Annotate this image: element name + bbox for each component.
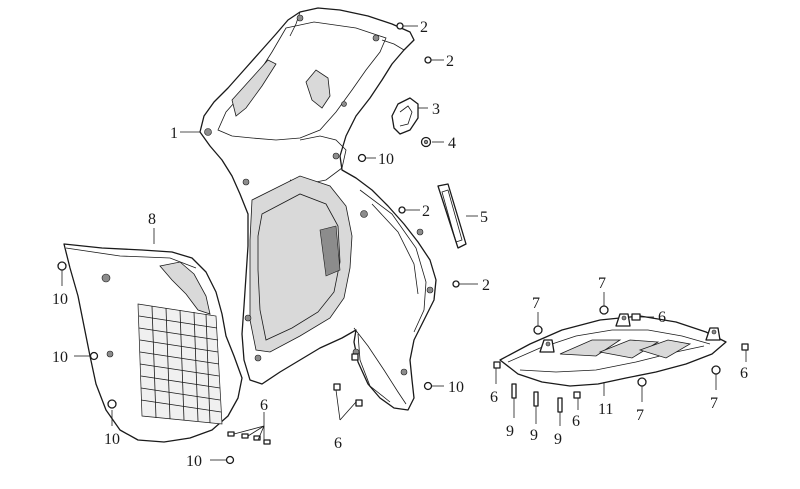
callout-8: 8 [148, 211, 156, 228]
callout-6f: 6 [572, 413, 580, 430]
nut-6c [493, 361, 501, 369]
rivet-10c [89, 351, 99, 361]
callout-7c: 7 [636, 407, 644, 424]
rivet-10d [107, 399, 117, 409]
callout-6a: 6 [260, 397, 268, 414]
nut-6b [741, 343, 749, 351]
screw-2a [396, 22, 408, 30]
screw-2b [424, 56, 436, 64]
callout-2c: 2 [422, 203, 430, 220]
screw-9a [511, 383, 517, 399]
bracket-part [391, 97, 419, 135]
screw-2c [398, 206, 410, 214]
callout-labels: 1 2 2 2 2 3 4 5 6 6 6 6 6 6 7 7 7 7 8 9 … [52, 19, 748, 470]
screw-9b [533, 391, 539, 407]
callout-9b: 9 [530, 427, 538, 444]
callout-10e: 10 [186, 453, 202, 470]
rivet-10a [357, 153, 367, 163]
callout-9a: 9 [506, 423, 514, 440]
rivet-10e [225, 455, 235, 465]
callout-10c: 10 [52, 349, 68, 366]
callout-7d: 7 [710, 395, 718, 412]
bolt-7b [599, 305, 609, 315]
bolt-4 [420, 136, 432, 148]
rivet-10f [423, 381, 433, 391]
screw-9c [557, 397, 563, 413]
callout-6e: 6 [490, 389, 498, 406]
callout-3: 3 [432, 101, 440, 118]
screw-2d [452, 280, 464, 288]
callout-7a: 7 [532, 295, 540, 312]
bolt-7c [637, 377, 647, 387]
strip-part [437, 183, 467, 249]
bolt-7a [533, 325, 543, 335]
callout-9c: 9 [554, 431, 562, 448]
callout-2b: 2 [446, 53, 454, 70]
callout-7b: 7 [598, 275, 606, 292]
callout-2d: 2 [482, 277, 490, 294]
nut-6d [573, 391, 581, 399]
inner-body-cover-part [199, 7, 437, 411]
leader-lines [61, 25, 747, 461]
callout-6b: 6 [334, 435, 342, 452]
callout-6d: 6 [740, 365, 748, 382]
under-cover-plate-part [499, 313, 727, 387]
callout-10f: 10 [448, 379, 464, 396]
callout-5: 5 [480, 209, 488, 226]
nut-6a [631, 313, 641, 321]
callout-10d: 10 [104, 431, 120, 448]
callout-11: 11 [598, 401, 613, 418]
rivet-10b [57, 261, 67, 271]
callout-2a: 2 [420, 19, 428, 36]
callout-4: 4 [448, 135, 456, 152]
callout-10a: 10 [378, 151, 394, 168]
vent-grille [137, 303, 223, 425]
clip-6-center [333, 353, 363, 407]
bolt-7d [711, 365, 721, 375]
callout-10b: 10 [52, 291, 68, 308]
callout-1: 1 [170, 125, 178, 142]
front-lower-cover-part [63, 243, 243, 443]
callout-6c: 6 [658, 309, 666, 326]
